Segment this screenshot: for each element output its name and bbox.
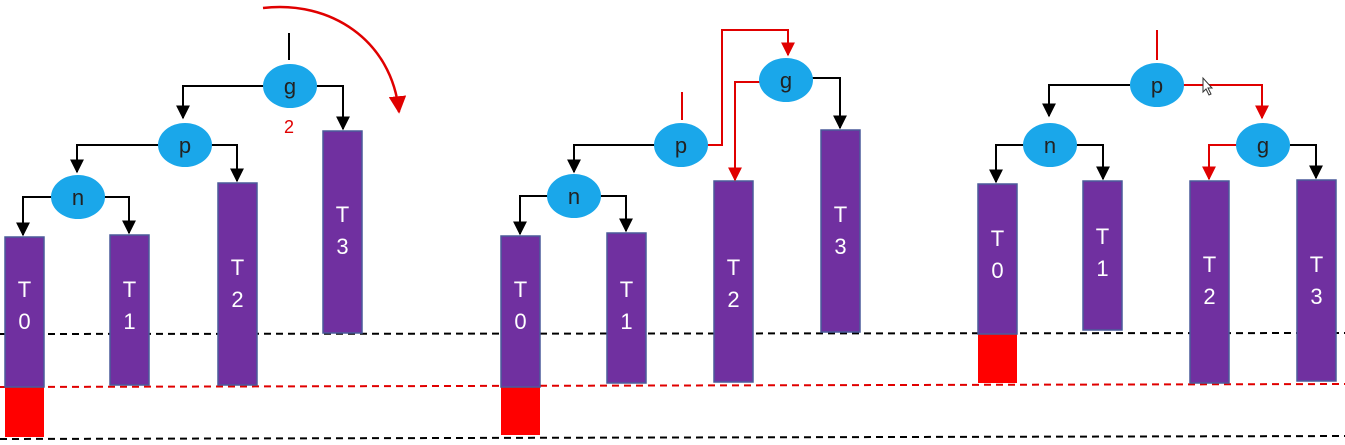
node-p: p xyxy=(654,123,708,167)
black-dashed-line-lower xyxy=(0,435,1345,440)
tree-edges xyxy=(989,84,1323,184)
node-p-label: p xyxy=(675,133,687,158)
node-n-label: n xyxy=(72,185,84,210)
node-g: g xyxy=(759,58,813,102)
clockwise-arc-arrow-icon xyxy=(262,5,407,114)
node-n: n xyxy=(1023,123,1077,167)
node-p-label: p xyxy=(1151,73,1163,98)
tree-edges xyxy=(16,33,350,237)
node-g-label: g xyxy=(284,74,296,99)
node-g-label: g xyxy=(780,68,792,93)
node-n-label: n xyxy=(568,184,580,209)
node-n: n xyxy=(547,174,601,218)
mouse-pointer-icon xyxy=(1202,76,1214,96)
reference-lines xyxy=(0,332,1345,440)
imbalance-annotation: 2 xyxy=(284,117,294,137)
tree-edges xyxy=(513,77,847,236)
node-p: p xyxy=(158,123,212,167)
rotation-edges-highlight xyxy=(681,29,795,182)
node-n: n xyxy=(51,175,105,219)
t0-overflow-block xyxy=(501,387,540,435)
red-dashed-line xyxy=(0,383,1345,388)
t0-overflow-block xyxy=(978,334,1017,383)
node-p: p xyxy=(1130,63,1184,107)
node-g: g xyxy=(1236,123,1290,167)
node-n-label: n xyxy=(1044,133,1056,158)
node-g-label: g xyxy=(1257,133,1269,158)
t0-overflow-block xyxy=(5,387,44,437)
black-dashed-line-upper xyxy=(0,332,1345,335)
node-p-label: p xyxy=(179,133,191,158)
node-g: g xyxy=(263,64,317,108)
